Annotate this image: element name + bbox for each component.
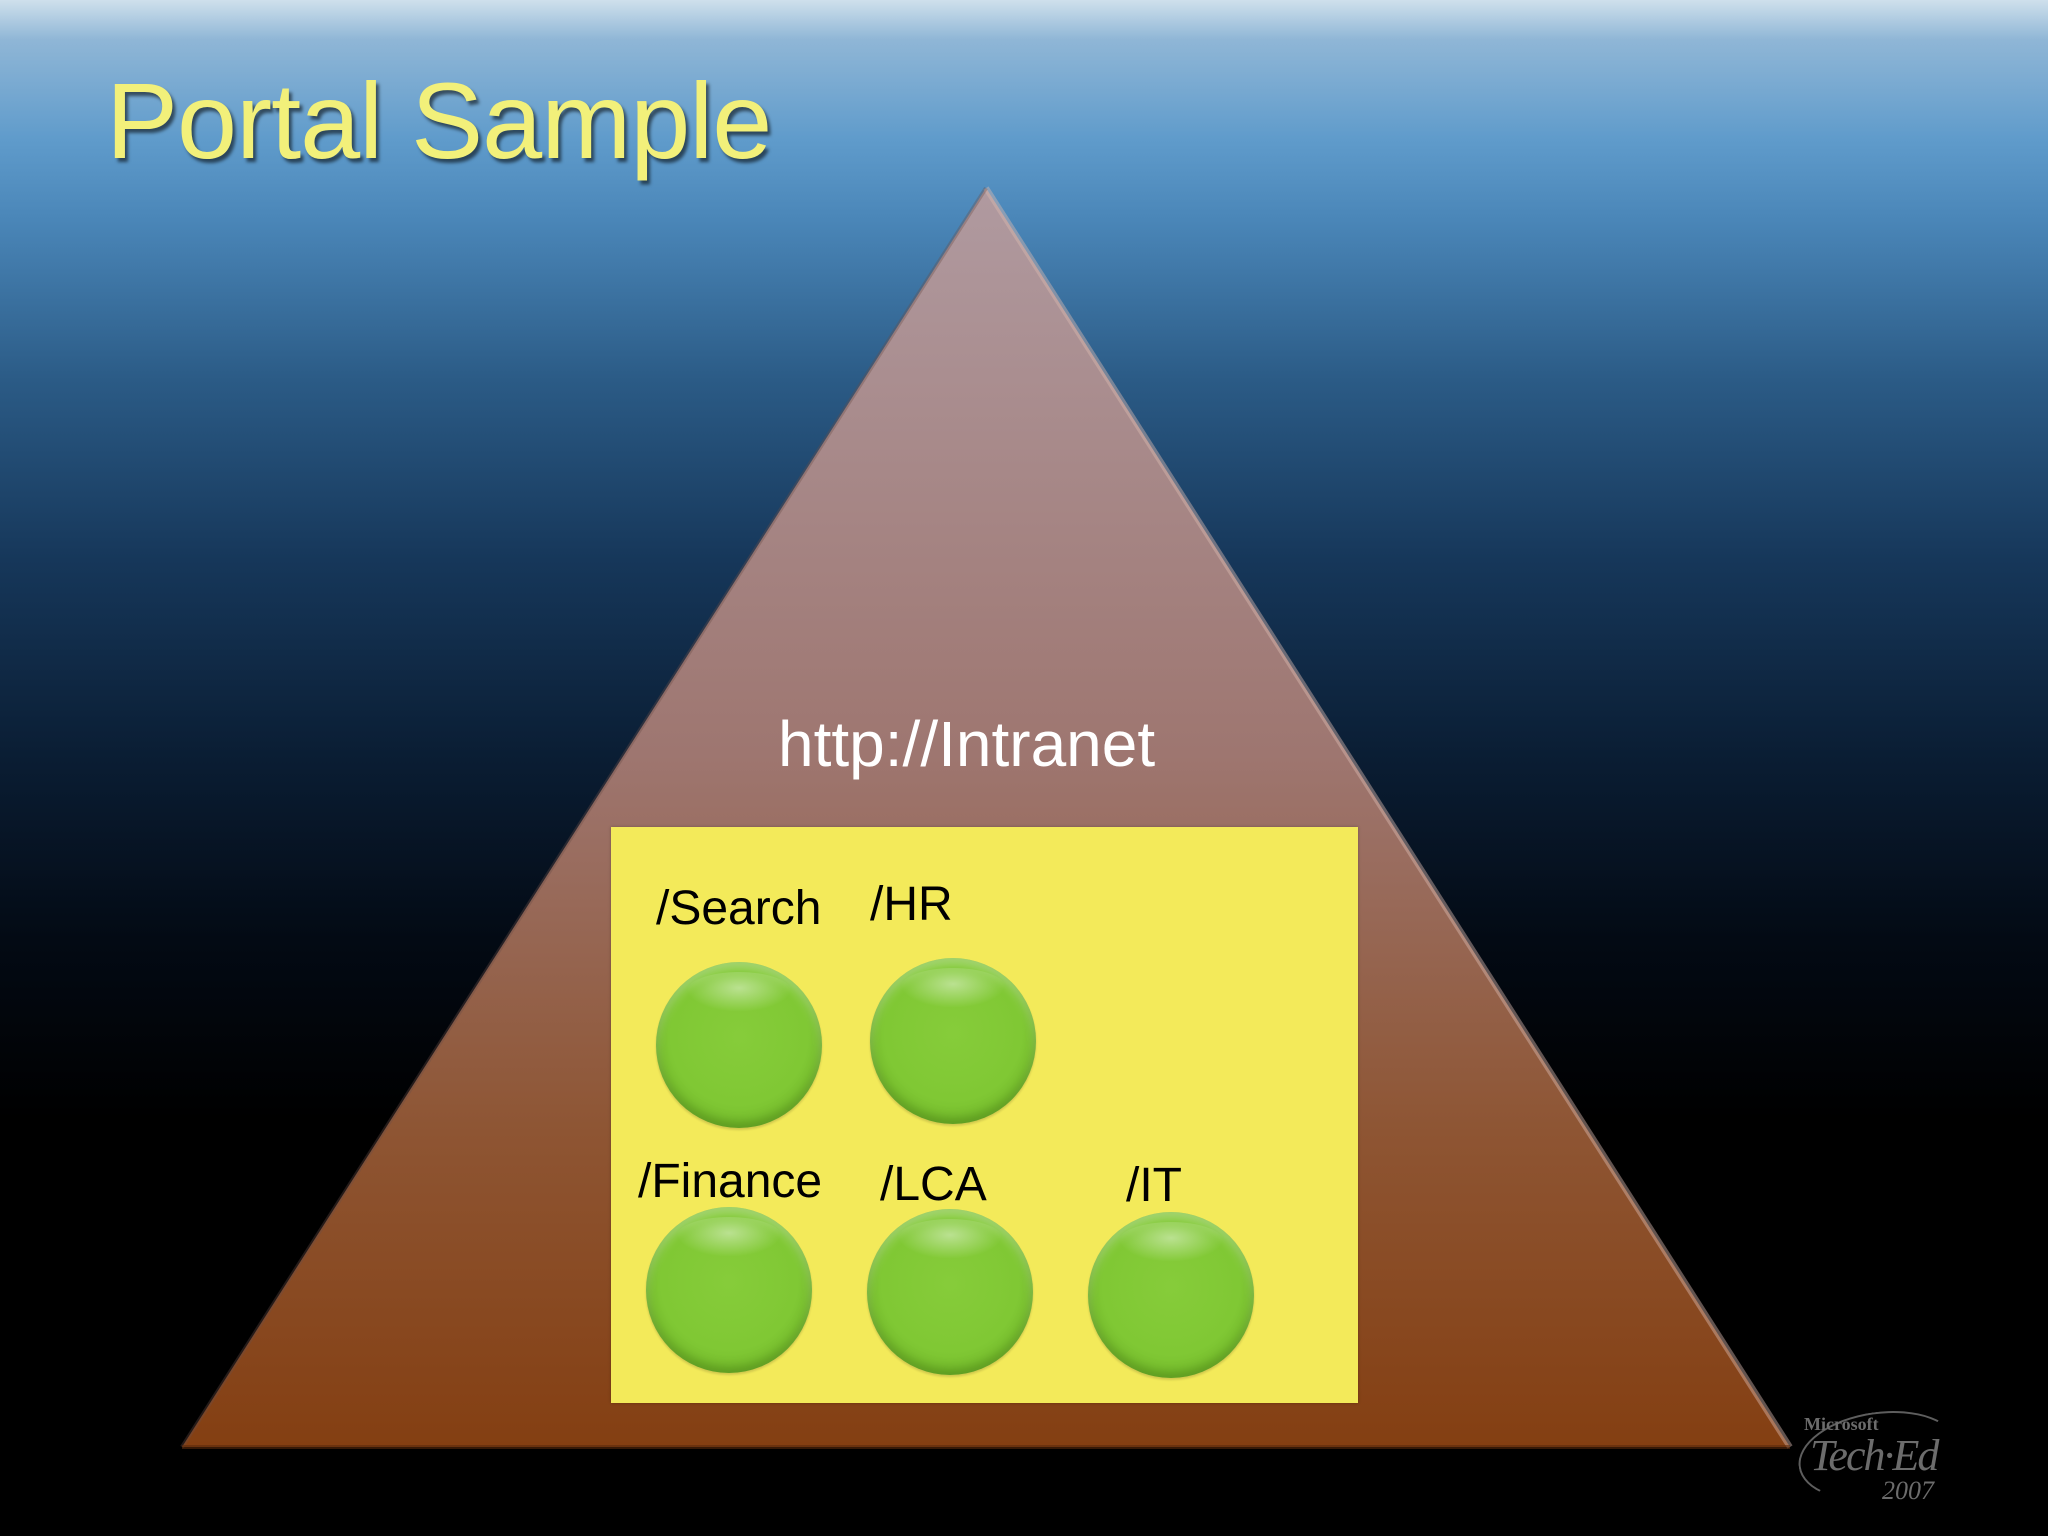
logo-event-text: Tech·Ed [1810,1431,1939,1480]
site-node-finance [646,1207,812,1373]
site-label-it: /IT [1126,1159,1182,1212]
site-label-lca: /LCA [880,1158,987,1211]
site-node-search [656,962,822,1128]
slide-title: Portal Sample [106,60,772,181]
site-label-hr: /HR [870,878,953,931]
site-node-it [1088,1212,1254,1378]
site-node-lca [867,1209,1033,1375]
logo-year-text: 2007 [1882,1476,1934,1505]
site-node-hr [870,958,1036,1124]
site-label-search: /Search [656,882,822,935]
teched-logo: Microsoft Tech·Ed 2007 [1792,1401,1966,1511]
site-label-finance: /Finance [638,1155,823,1208]
root-site-url: http://Intranet [778,708,1156,780]
logo-brand-text: Microsoft [1804,1414,1879,1434]
